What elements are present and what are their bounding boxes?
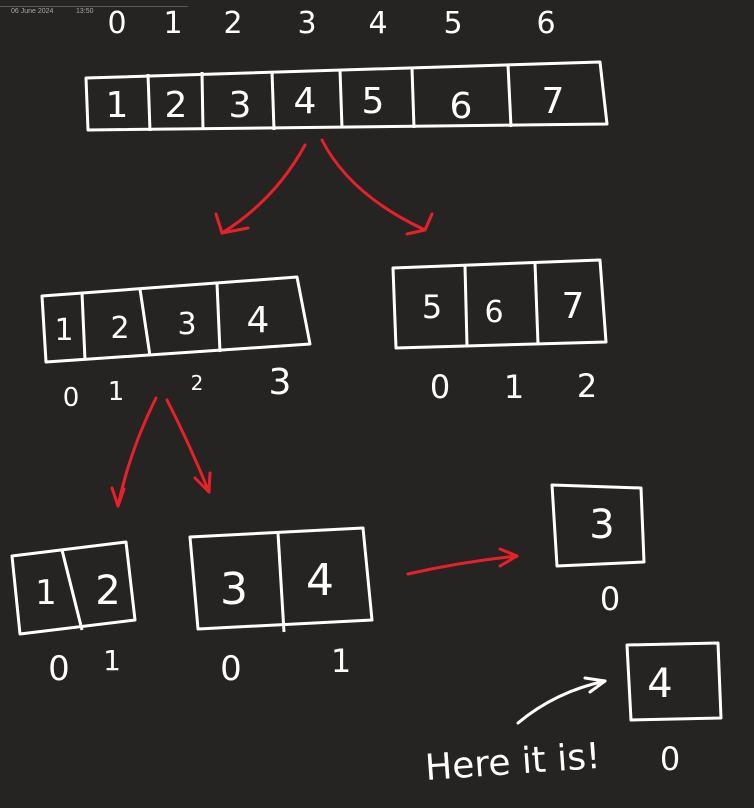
array-left-divider [215,282,222,353]
arrowhead-right [405,212,434,236]
array-single-four-index: 0 [660,740,680,778]
arrow-left [220,143,307,235]
array-right-indices: 0 1 2 [430,367,597,406]
array-left-left-index: 0 [48,649,70,689]
page-header: 06 June 2024 13:50 [0,0,190,20]
array-full-divider [410,67,416,129]
annotation-arrow [516,679,607,725]
array-left-index: 3 [269,362,292,403]
array-full: 0 1 2 3 4 5 6 1 2 3 4 5 6 7 [84,6,609,132]
array-full-indices: 0 1 2 3 4 5 6 [107,6,555,41]
array-full-value: 3 [229,85,252,126]
array-left-left-index: 1 [103,644,121,677]
array-full-value: 7 [542,81,565,122]
array-single-four-value: 4 [647,661,672,707]
array-full-index: 4 [368,6,387,41]
arrowhead-left [110,486,126,508]
array-right-value: 5 [422,288,442,326]
arrowhead-right [193,471,212,494]
array-single-three-index: 0 [600,580,620,618]
arrowhead [498,547,519,568]
array-left-index: 1 [108,377,125,407]
array-right-outline [391,258,608,350]
annotation-arrowhead [583,676,607,694]
array-full-divider [506,64,513,128]
array-left-right: 3 4 0 1 [188,526,374,689]
array-right-values: 5 6 7 [422,286,585,330]
header-divider [0,6,188,7]
array-full-index: 1 [163,6,182,41]
array-left-value: 2 [110,311,129,346]
array-right-index: 2 [577,367,597,405]
array-left-outline [40,275,312,364]
array-single-four-outline [625,641,723,722]
array-full-index: 3 [297,6,316,41]
array-right-divider [533,262,540,345]
array-left-left-values: 1 2 [35,568,121,614]
array-single-four: 4 0 [625,641,723,778]
array-left-value: 3 [177,307,196,342]
array-left-right-values: 3 4 [220,555,334,615]
array-full-index: 6 [536,6,555,41]
array-single-three: 3 0 [550,483,646,618]
arrow-right [320,138,427,232]
array-single-three-value: 3 [589,502,614,548]
array-left-value: 4 [247,300,270,341]
array-left-left-value: 2 [95,568,120,614]
array-full-value: 4 [294,81,317,122]
array-left-right-outline [188,526,374,631]
array-full-index: 2 [223,6,242,41]
array-left-right-divider [276,532,286,633]
array-left-right-value: 3 [220,564,248,615]
array-left-right-index: 1 [331,642,351,680]
arrow-shaft [406,554,519,576]
array-full-index: 0 [107,6,126,41]
array-full-value: 6 [450,86,473,127]
array-left-indices: 0 1 2 3 [63,362,292,413]
array-left-index: 2 [191,371,204,395]
array-left-index: 0 [63,383,80,413]
array-right-value: 7 [562,286,585,327]
array-full-value: 1 [106,85,129,126]
header-time: 13:50 [76,8,94,15]
array-right-value: 6 [484,295,503,330]
arrow-to-three [406,547,519,576]
array-left-right-indices: 0 1 [220,642,351,689]
array-left: 1 2 3 4 0 1 2 3 [40,275,312,413]
array-left-left-value: 1 [35,573,57,613]
array-left-divider [138,288,152,357]
array-right: 5 6 7 0 1 2 [391,258,608,406]
array-left-right-index: 0 [220,649,242,689]
header-date: 06 June 2024 [11,8,54,15]
array-full-index: 5 [443,6,462,41]
array-full-divider [338,69,344,129]
array-left-left-outline [10,540,137,636]
arrowhead-left [214,212,250,235]
array-left-left: 1 2 0 1 [10,540,137,689]
array-full-outline [84,60,609,132]
array-full-divider [270,70,276,131]
array-full-value: 5 [362,81,385,122]
array-right-index: 1 [504,368,524,406]
array-left-left-indices: 0 1 [48,644,121,689]
array-right-index: 0 [430,368,450,406]
array-single-three-outline [550,483,646,568]
split-arrows-middle [110,396,212,508]
annotation-text: Here it is! [424,736,602,789]
array-left-values: 1 2 3 4 [54,300,269,348]
annotation: Here it is! [424,676,607,789]
array-full-divider [146,73,152,132]
arrow-right [165,398,211,494]
array-full-value: 2 [165,85,188,126]
split-arrows-top [214,138,434,236]
array-full-values: 1 2 3 4 5 6 7 [106,81,565,127]
array-right-divider [463,265,469,347]
array-left-value: 1 [54,313,73,348]
array-left-right-value: 4 [306,555,334,606]
array-left-divider [80,292,87,361]
array-full-divider [200,71,205,131]
array-left-left-divider [60,549,84,631]
